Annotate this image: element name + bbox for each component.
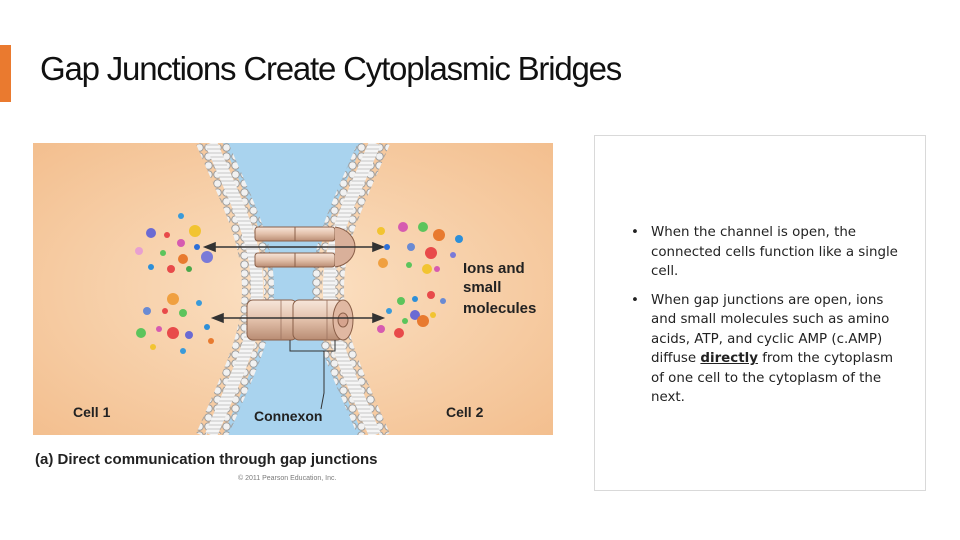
label-cell2: Cell 2 xyxy=(446,404,484,420)
label-connexon: Connexon xyxy=(254,408,322,424)
diffusion-arrows xyxy=(202,241,386,324)
title-accent-bar xyxy=(0,45,11,102)
bullet-list: • When the channel is open, the connecte… xyxy=(631,223,899,417)
figure-caption: (a) Direct communication through gap jun… xyxy=(35,451,378,468)
slide-title: Gap Junctions Create Cytoplasmic Bridges xyxy=(40,50,622,87)
connexon-leader xyxy=(289,340,336,410)
molecules-cell2 xyxy=(377,222,463,338)
bullet-text-continued: from the cytoplasm of one cell to the cy… xyxy=(651,351,894,405)
bullet-mark: • xyxy=(631,292,639,308)
gap-junction-diagram: Ions and small molecules Cell 1 Cell 2 C… xyxy=(33,143,553,435)
bullet-mark: • xyxy=(631,225,639,240)
bullet-item: • When gap junctions are open, ions and … xyxy=(631,291,899,408)
cell2-membrane xyxy=(311,143,390,435)
label-small: small xyxy=(463,279,501,296)
label-cell1: Cell 1 xyxy=(73,404,111,420)
bullet-emphasis: directly xyxy=(700,351,758,366)
bullet-item: • When the channel is open, the connecte… xyxy=(631,223,899,282)
label-ions: Ions and xyxy=(463,260,525,277)
bullet-text: When gap junctions are open, ions and sm… xyxy=(651,292,890,367)
bullet-text-box: • When the channel is open, the connecte… xyxy=(594,135,926,491)
connexon-channel xyxy=(246,299,354,341)
label-molecules: molecules xyxy=(463,300,536,317)
bullet-text: When the channel is open, the connected … xyxy=(651,225,898,279)
molecules-cell1 xyxy=(135,213,214,354)
figure-copyright: © 2011 Pearson Education, Inc. xyxy=(238,475,337,482)
gap-junction-figure: Ions and small molecules Cell 1 Cell 2 C… xyxy=(33,143,553,435)
cell1-membrane xyxy=(196,143,275,435)
